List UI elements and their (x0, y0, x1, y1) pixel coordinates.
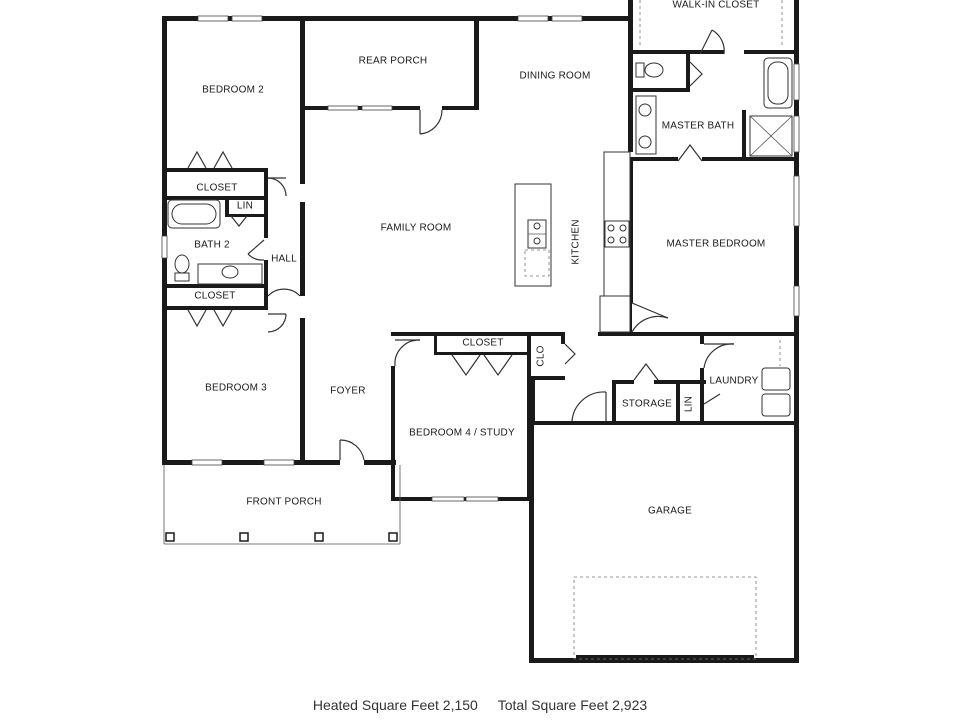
label-closet-bed2: CLOSET (196, 183, 237, 194)
label-lin-bath2: LIN (237, 201, 253, 212)
label-bedroom-2: BEDROOM 2 (202, 85, 264, 96)
label-lin-laundry: LIN (684, 396, 695, 412)
label-laundry: LAUNDRY (709, 376, 758, 387)
label-foyer: FOYER (330, 386, 365, 397)
label-garage: GARAGE (648, 506, 692, 517)
label-hall: HALL (271, 254, 297, 265)
label-family-room: FAMILY ROOM (381, 223, 452, 234)
label-front-porch: FRONT PORCH (246, 497, 321, 508)
room-labels: WALK-IN CLOSET BEDROOM 2 REAR PORCH DINI… (194, 0, 765, 517)
label-bath-2: BATH 2 (194, 240, 230, 251)
label-master-bath: MASTER BATH (662, 121, 735, 132)
label-rear-porch: REAR PORCH (359, 56, 428, 67)
label-storage: STORAGE (622, 399, 672, 410)
label-bedroom-3: BEDROOM 3 (205, 383, 267, 394)
label-clo: CLO (536, 345, 547, 366)
heated-square-feet: Heated Square Feet 2,150 (312, 697, 478, 713)
square-footage-footer: Heated Square Feet 2,150 Total Square Fe… (0, 697, 960, 713)
label-kitchen: KITCHEN (571, 219, 582, 264)
doors (187, 29, 735, 461)
label-walk-in-closet: WALK-IN CLOSET (673, 0, 760, 11)
front-porch-outline (163, 465, 401, 545)
label-dining-room: DINING ROOM (519, 71, 590, 82)
fixtures (167, 0, 793, 660)
label-closet-bed3: CLOSET (194, 291, 235, 302)
total-square-feet: Total Square Feet 2,923 (497, 697, 648, 713)
label-bedroom-4-study: BEDROOM 4 / STUDY (409, 428, 515, 439)
label-master-bedroom: MASTER BEDROOM (667, 239, 766, 250)
walls (162, 0, 799, 663)
windows (161, 15, 800, 502)
label-closet-bed4: CLOSET (462, 338, 503, 349)
